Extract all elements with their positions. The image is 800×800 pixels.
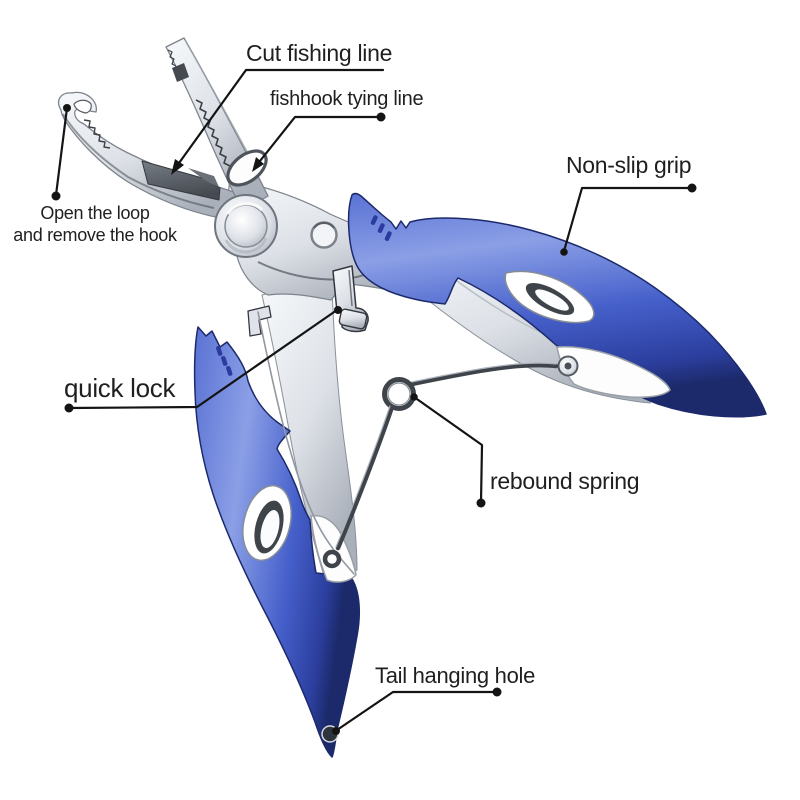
spring-coil: [382, 377, 416, 411]
leader-tail-dot-part: [332, 727, 340, 735]
leader-lines: [51, 68, 697, 735]
quick-lock-hook-shading: [348, 269, 353, 307]
leader-tail-hanging-hole: [335, 690, 499, 732]
leader-tail-dot-end: [492, 687, 502, 697]
leader-rebound-dot-part: [410, 393, 418, 401]
pivot-shadow: [224, 237, 268, 254]
leader-quick-lock: [67, 308, 339, 410]
leader-rebound-dot-end: [476, 498, 486, 508]
blade-serrations: [195, 99, 235, 176]
leader-fishhook-arrowhead: [252, 157, 264, 172]
label-open-the-loop-line1: Open the loop: [40, 203, 150, 223]
nonslip-grip-texture-upper: [370, 215, 392, 241]
plate-hole-shadow: [313, 222, 335, 229]
upper-handle-metal-end: [556, 345, 671, 398]
leader-open-loop-dot-part: [63, 104, 71, 112]
nonslip-grip-texture-lower: [216, 345, 233, 376]
leader-cut-arrowhead: [171, 159, 184, 175]
lower-handle: [193, 326, 361, 758]
label-cut-fishing-line: Cut fishing line: [246, 40, 393, 66]
spring-upper-arm: [409, 362, 559, 387]
line-cutter-blade: [141, 160, 221, 201]
spring-coil-highlight: [387, 382, 411, 406]
quick-lock-foot: [338, 308, 368, 330]
lower-oval-slot-inner: [260, 509, 280, 549]
line-cutter-step: [188, 168, 219, 187]
leader-quick-lock-dot-end: [64, 403, 74, 413]
blade-step-notch: [172, 63, 189, 82]
label-non-slip-grip: Non-slip grip: [566, 152, 692, 178]
hook-notch: [73, 99, 92, 114]
label-rebound-spring: rebound spring: [490, 468, 640, 494]
label-open-the-loop: Open the loop and remove the hook: [4, 203, 186, 246]
pivot-highlight: [226, 202, 264, 215]
leader-cut-fishing-line: [172, 68, 385, 172]
leader-non-slip-dot-part: [560, 248, 568, 256]
spring-end-loop: [322, 549, 342, 569]
label-tail-hanging-hole: Tail hanging hole: [375, 663, 536, 688]
leader-open-loop-dot-end: [51, 191, 61, 201]
leader-open-loop: [54, 106, 69, 197]
leader-quick-lock-dot-part: [334, 306, 342, 314]
leader-fishhook-dot: [376, 112, 386, 122]
blade-tip-serrations: [167, 49, 177, 67]
label-quick-lock: quick lock: [64, 373, 176, 403]
label-open-the-loop-line2: and remove the hook: [13, 224, 177, 245]
teardrop-slot-inner: [535, 289, 569, 311]
leader-fishhook-tying-line: [254, 115, 383, 168]
leader-non-slip-grip: [562, 186, 694, 253]
leader-rebound-spring: [412, 395, 484, 504]
label-fishhook-tying-line: fishhook tying line: [270, 88, 424, 110]
upper-rivet-center: [564, 362, 572, 370]
hook-jaw-serrations: [83, 119, 111, 149]
leader-non-slip-dot-end: [687, 183, 697, 193]
spring-lower-arm: [335, 404, 395, 551]
spring-upper-arm-highlight: [411, 362, 557, 383]
upper-handle: [347, 192, 767, 418]
spring-lower-arm-highlight: [335, 405, 391, 548]
hook-jaw-bottom-shadow: [62, 113, 215, 209]
